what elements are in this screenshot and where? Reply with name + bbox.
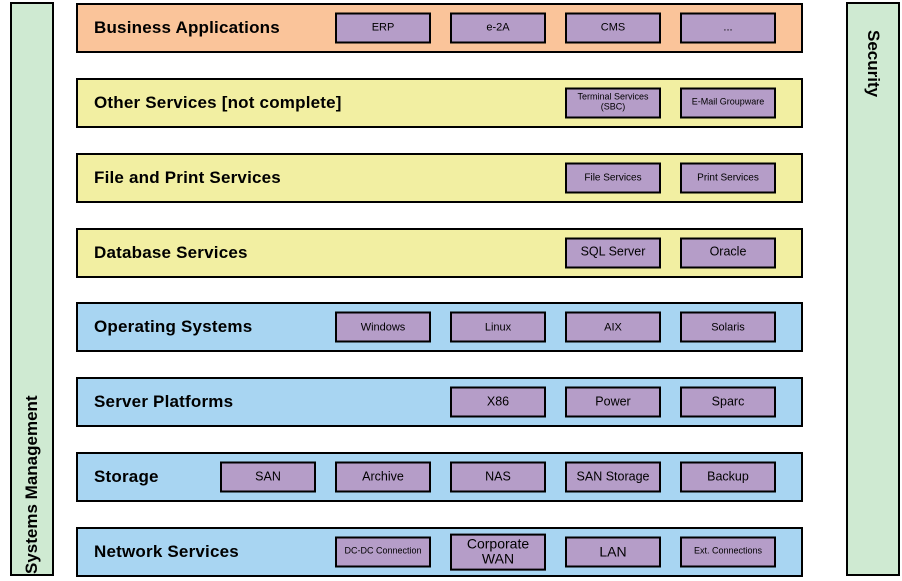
component-box: SQL Server — [565, 237, 661, 269]
component-box: Archive — [335, 461, 431, 493]
layer-stack: Business Applications ERP e-2A CMS... Other … — [76, 3, 803, 577]
security-bar: Security — [846, 2, 900, 576]
component-box: Solaris — [680, 311, 776, 343]
component-box: LAN — [565, 536, 661, 568]
component-box: e-2A — [450, 12, 546, 44]
layer-title-database-services: Database Services — [94, 242, 248, 262]
component-box: Backup — [680, 461, 776, 493]
component-box: NAS — [450, 461, 546, 493]
component-box: ERP — [335, 12, 431, 44]
component-box: SAN Storage — [565, 461, 661, 493]
layer-title-other-services: Other Services [not complete] — [94, 92, 342, 112]
layer-other-services: Other Services [not complete] Terminal Se… — [76, 77, 803, 128]
component-box: File Services — [565, 162, 661, 194]
layer-network-services: Network Services DC-DC Connection Corporat… — [76, 526, 803, 577]
layer-server-platforms: Server Platforms X86 Power Sparc — [76, 377, 803, 428]
component-box: CMS — [565, 12, 661, 44]
layer-file-and-print-services: File and Print Services File Services Prin… — [76, 152, 803, 203]
component-box: Linux — [450, 311, 546, 343]
systems-management-label: Systems Management — [22, 395, 41, 574]
layer-storage: Storage SAN Archive NAS SAN Storage Backup — [76, 452, 803, 503]
security-label: Security — [864, 30, 883, 98]
layer-business-applications: Business Applications ERP e-2A CMS... — [76, 3, 803, 53]
component-box: Corporate WAN — [450, 533, 546, 571]
component-box: Print Services — [680, 162, 776, 194]
layer-title-business-applications: Business Applications — [94, 18, 280, 37]
layer-title-storage: Storage — [94, 467, 159, 487]
layer-title-operating-systems: Operating Systems — [94, 317, 253, 337]
layer-title-server-platforms: Server Platforms — [94, 392, 234, 412]
layer-title-network-services: Network Services — [94, 541, 239, 561]
component-box: X86 — [450, 386, 546, 418]
component-box: E-Mail Groupware — [680, 87, 776, 119]
component-box: ... — [680, 12, 776, 44]
component-box: DC-DC Connection — [335, 536, 431, 568]
systems-management-bar: Systems Management — [10, 2, 54, 576]
component-box: SAN — [220, 461, 316, 493]
component-box: AIX — [565, 311, 661, 343]
component-box: Sparc — [680, 386, 776, 418]
component-box: Ext. Connections — [680, 536, 776, 568]
layer-database-services: Database Services SQL Server Oracle — [76, 227, 803, 278]
component-box: Terminal Services (SBC) — [565, 87, 661, 119]
component-box: Power — [565, 386, 661, 418]
layer-operating-systems: Operating Systems Windows Linux AIX Solaris — [76, 302, 803, 353]
component-box: Oracle — [680, 237, 776, 269]
layer-title-file-and-print-services: File and Print Services — [94, 167, 281, 187]
component-box: Windows — [335, 311, 431, 343]
